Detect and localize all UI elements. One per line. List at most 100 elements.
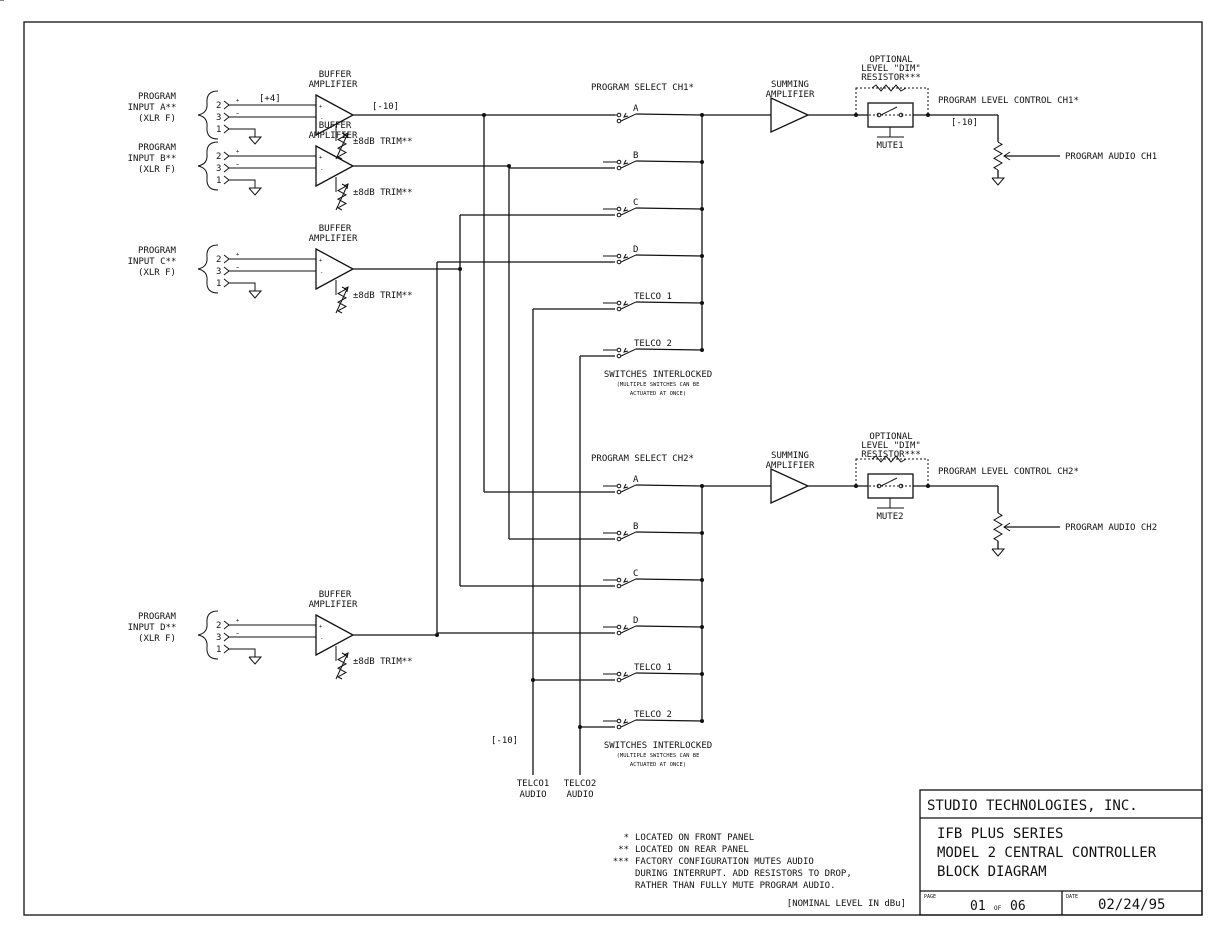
telco1-label-1: TELCO1: [517, 779, 550, 789]
level-control-label: PROGRAM LEVEL CONTROL CH1*: [938, 96, 1079, 106]
interlock-note-1: (MULTIPLE SWITCHES CAN BE: [617, 382, 700, 388]
buffer-label-1: BUFFER: [319, 590, 352, 600]
switch-label: A: [633, 104, 639, 114]
buffer-label-2: AMPLIFIER: [309, 131, 358, 141]
input-label-line3: (XLR F): [138, 114, 176, 124]
xlr-pin-number: 3: [216, 113, 221, 123]
xlr-pin-number: 2: [216, 101, 221, 111]
trim-label: ±8dB TRIM**: [353, 657, 413, 667]
trim-label: ±8dB TRIM**: [353, 291, 413, 301]
date-label: DATE: [1066, 894, 1078, 900]
pin-polarity-plus: +: [236, 252, 240, 258]
source-select-switch[interactable]: TELCO 2: [603, 710, 704, 730]
summing-amplifier: [770, 96, 810, 134]
source-select-switch[interactable]: D: [603, 616, 704, 636]
switch-label: TELCO 1: [634, 663, 672, 673]
switch-label: C: [633, 569, 638, 579]
pin-polarity-minus: −: [236, 162, 240, 168]
switch-label: B: [633, 151, 638, 161]
source-select-switch[interactable]: A: [603, 104, 704, 124]
note-1-mark: *: [624, 833, 629, 843]
source-select-switch[interactable]: TELCO 2: [603, 339, 704, 359]
input-label-line2: INPUT C**: [128, 257, 177, 267]
buffer-label-1: BUFFER: [319, 224, 352, 234]
dim-label-1: OPTIONAL: [869, 432, 912, 442]
summing-label-2: AMPLIFIER: [766, 461, 815, 471]
switch-label: D: [633, 245, 638, 255]
opamp-minus: -: [320, 636, 323, 642]
xlr-pin-number: 1: [216, 645, 221, 655]
note-1: LOCATED ON FRONT PANEL: [635, 833, 754, 843]
opamp-plus: +: [319, 258, 323, 264]
source-select-switch[interactable]: TELCO 1: [603, 292, 704, 312]
mute-label: MUTE1: [876, 141, 903, 151]
title-block: STUDIO TECHNOLOGIES, INC. IFB PLUS SERIE…: [919, 789, 1203, 916]
note-3-mark: ***: [613, 857, 629, 867]
drawing-date: 02/24/95: [1098, 897, 1165, 913]
xlr-pin-number: 1: [216, 279, 221, 289]
switch-label: A: [633, 475, 639, 485]
source-select-switch[interactable]: B: [603, 151, 704, 171]
interlock-note-2: ACTUATED AT ONCE): [630, 762, 686, 768]
buffer-label-1: BUFFER: [319, 70, 352, 80]
source-select-switch[interactable]: TELCO 1: [603, 663, 704, 683]
pin-polarity-minus: −: [236, 631, 240, 637]
source-select-switch[interactable]: D: [603, 245, 704, 265]
title-line-3: BLOCK DIAGRAM: [937, 864, 1047, 880]
input-label-line3: (XLR F): [138, 165, 176, 175]
buffer-amplifier: [315, 144, 355, 188]
pin-polarity-minus: −: [236, 111, 240, 117]
program-audio-output: PROGRAM AUDIO CH1: [1065, 152, 1157, 162]
page-label: PAGE: [924, 894, 936, 900]
telco2-label-2: AUDIO: [566, 790, 593, 800]
buffer-label-2: AMPLIFIER: [309, 80, 358, 90]
switch-label: B: [633, 522, 638, 532]
note-3b: DURING INTERRUPT. ADD RESISTORS TO DROP,: [635, 869, 852, 879]
source-select-switch[interactable]: C: [603, 569, 704, 589]
source-select-switch[interactable]: C: [603, 198, 704, 218]
note-2-mark: **: [618, 845, 629, 855]
source-select-switch[interactable]: A: [603, 475, 704, 495]
input-gain-label: [+4]: [259, 94, 281, 104]
input-label-line2: INPUT D**: [128, 623, 177, 633]
source-select-switch[interactable]: B: [603, 522, 704, 542]
switch-label: TELCO 2: [634, 710, 672, 720]
level-gain-label: [-10]: [951, 118, 978, 128]
summing-label-1: SUMMING: [771, 80, 809, 90]
xlr-pin-number: 2: [216, 621, 221, 631]
telco2-label-1: TELCO2: [564, 779, 597, 789]
buffer-label-2: AMPLIFIER: [309, 234, 358, 244]
switch-label: TELCO 1: [634, 292, 672, 302]
mute-label: MUTE2: [876, 512, 903, 522]
interlock-note-1: (MULTIPLE SWITCHES CAN BE: [617, 753, 700, 759]
page-count: 06: [1010, 899, 1026, 914]
program-audio-output: PROGRAM AUDIO CH2: [1065, 523, 1157, 533]
opamp-minus: -: [320, 167, 323, 173]
interlock-note-2: ACTUATED AT ONCE): [630, 391, 686, 397]
summing-label-1: SUMMING: [771, 451, 809, 461]
telco-gain-label: [-10]: [491, 736, 518, 746]
opamp-minus: -: [320, 270, 323, 276]
dim-label-1: OPTIONAL: [869, 55, 912, 65]
input-label-line3: (XLR F): [138, 268, 176, 278]
trim-label: ±8dB TRIM**: [353, 137, 413, 147]
opamp-plus: +: [319, 104, 323, 110]
note-2: LOCATED ON REAR PANEL: [635, 845, 749, 855]
dim-label-3: RESISTOR***: [861, 73, 921, 83]
nominal-level-note: [NOMINAL LEVEL IN dBu]: [787, 899, 906, 909]
xlr-pin-number: 1: [216, 176, 221, 186]
xlr-pin-number: 3: [216, 633, 221, 643]
switch-label: D: [633, 616, 638, 626]
switch-label: C: [633, 198, 638, 208]
xlr-pin-number: 3: [216, 164, 221, 174]
summing-amplifier: [770, 467, 810, 505]
title-line-1: IFB PLUS SERIES: [937, 826, 1063, 842]
input-label-line2: INPUT B**: [128, 154, 177, 164]
trim-label: ±8dB TRIM**: [353, 188, 413, 198]
